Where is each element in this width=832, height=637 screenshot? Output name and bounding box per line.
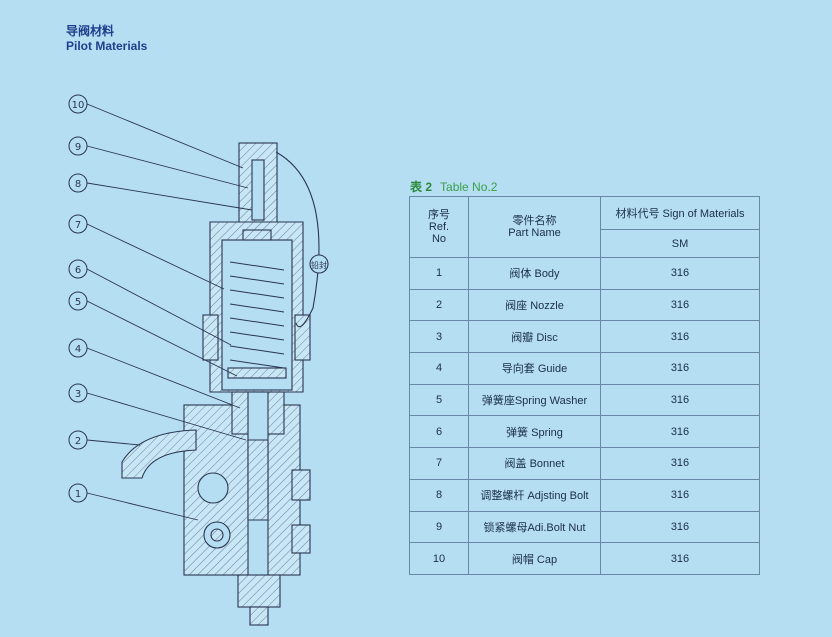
balloon-4: 4 [68,338,88,358]
balloon-10: 10 [68,94,88,114]
svg-text:6: 6 [75,265,81,276]
title-en: Pilot Materials [66,39,148,53]
caption-en: Table No.2 [440,180,498,194]
balloon-3: 3 [68,383,88,403]
svg-text:4: 4 [75,344,81,355]
balloon-9: 9 [68,136,88,156]
balloon-2: 2 [68,430,88,450]
svg-text:2: 2 [75,436,81,447]
valve-section: 铅封 [121,142,329,626]
svg-text:1: 1 [75,489,81,500]
svg-text:9: 9 [75,142,81,153]
caption-cn: 表 2 [410,180,433,194]
balloon-7: 7 [68,214,88,234]
svg-text:10: 10 [72,100,85,111]
balloons: 10 9 8 7 6 5 4 3 2 1 [68,94,88,503]
header-material: 材料代号 Sign of Materials [600,196,760,230]
svg-text:8: 8 [75,179,81,190]
inlet-elbow [121,429,197,479]
header-part-name: 零件名称 Part Name [468,196,601,258]
seal-label: 铅封 [311,260,327,270]
leader-lines [86,103,253,521]
page-header: 导阀材料 Pilot Materials [66,24,147,54]
svg-text:7: 7 [75,220,81,231]
title-cn: 导阀材料 [66,24,115,38]
svg-text:5: 5 [75,297,81,308]
spring-coils [229,261,285,369]
balloon-5: 5 [68,291,88,311]
header-ref: 序号 Ref. No [409,196,469,258]
table-caption: 表 2 Table No.2 [410,178,497,195]
balloon-1: 1 [68,483,88,503]
header-material-sm: SM [600,229,760,258]
svg-text:3: 3 [75,389,81,400]
materials-table: 序号 Ref. No 零件名称 Part Name 材料代号 Sign of M… [409,196,760,575]
balloon-6: 6 [68,259,88,279]
balloon-8: 8 [68,173,88,193]
